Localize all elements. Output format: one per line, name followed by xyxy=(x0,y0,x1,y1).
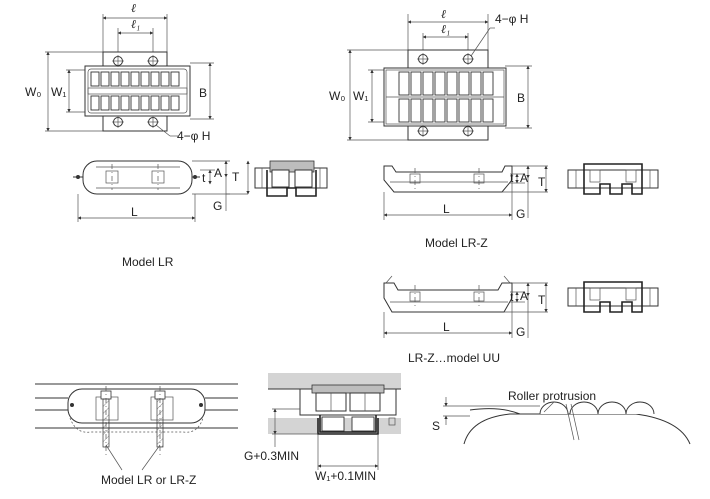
dim-l-lr: L xyxy=(131,205,138,219)
model-lr-top-view xyxy=(45,14,214,137)
dim-g-uu: G xyxy=(516,325,525,339)
model-lrz-uu-side-view xyxy=(383,275,548,338)
dim-ell1-lrz: ℓ₁ xyxy=(441,22,450,36)
dim-t-small-uu: t xyxy=(510,290,514,304)
dim-a-uu: A xyxy=(520,289,528,303)
model-lrz-top-view xyxy=(347,14,532,141)
dim-a-lrz: A xyxy=(520,171,528,185)
dim-g-lrz: G xyxy=(516,207,525,221)
model-lr-end-view xyxy=(254,160,328,197)
dim-hole-lrz: 4−φ H xyxy=(495,12,528,26)
dim-g-lr: G xyxy=(213,199,222,213)
installation-section-view xyxy=(268,373,401,470)
dim-ell1-lr: ℓ₁ xyxy=(131,17,140,31)
model-lr-side-view xyxy=(73,160,250,222)
dim-ell-lr: ℓ xyxy=(131,1,136,15)
mounting-screws-view xyxy=(35,383,238,471)
label-model-lrz: Model LR-Z xyxy=(425,236,488,250)
lrz-mounting-holes xyxy=(417,53,474,137)
dim-t-big-lr: T xyxy=(232,170,240,184)
lrz-roller-row-upper xyxy=(398,71,494,96)
roller-protrusion-view xyxy=(443,397,691,445)
dim-hole-lr: 4−φ H xyxy=(177,129,210,143)
dim-w1-lrz: W₁ xyxy=(353,89,368,103)
dim-a-lr: A xyxy=(214,166,222,180)
roller-row-upper xyxy=(90,71,180,87)
mounting-holes xyxy=(112,55,159,128)
label-model-lr-or-lrz: Model LR or LR-Z xyxy=(101,473,196,487)
label-roller-protrusion: Roller protrusion xyxy=(508,389,596,403)
roller-row-lower xyxy=(90,95,180,111)
model-lrz-uu-end-view xyxy=(567,281,659,313)
dim-b-lrz: B xyxy=(517,91,525,105)
dim-s: S xyxy=(432,419,440,433)
dim-w0-lr: W₀ xyxy=(25,85,41,99)
dim-t-small-lr: t xyxy=(202,171,206,185)
dim-w0-lrz: W₀ xyxy=(329,89,345,103)
dim-b-lr: B xyxy=(199,86,207,100)
model-lrz-end-view xyxy=(567,163,659,195)
dim-t-small-lrz: t xyxy=(510,171,514,185)
label-w1-min: W₁+0.1MIN xyxy=(315,469,376,483)
label-model-lr: Model LR xyxy=(122,255,174,269)
dim-t-big-lrz: T xyxy=(538,175,546,189)
dim-l-lrz: L xyxy=(443,202,450,216)
dim-l-uu: L xyxy=(443,320,450,334)
label-model-lrz-uu: LR-Z…model UU xyxy=(408,351,500,365)
label-g-min: G+0.3MIN xyxy=(244,449,299,463)
dim-t-big-uu: T xyxy=(538,293,546,307)
dim-w1-lr: W₁ xyxy=(51,85,66,99)
lrz-roller-row-lower xyxy=(398,98,494,123)
model-lrz-side-view xyxy=(383,165,548,220)
dim-ell-lrz: ℓ xyxy=(441,7,446,21)
